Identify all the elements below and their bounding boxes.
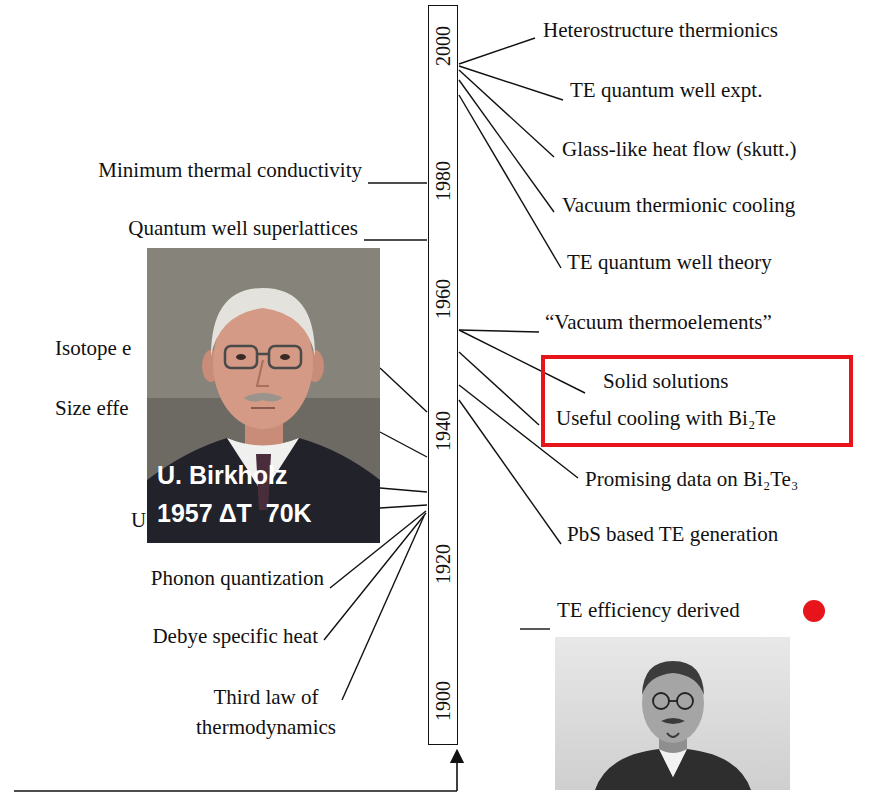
year-label: 1980 (432, 161, 454, 201)
timeline-label: Vacuum thermionic cooling (562, 193, 795, 217)
timeline-label: TE quantum well theory (567, 250, 772, 274)
timeline-label: PbS based TE generation (567, 522, 778, 546)
timeline-label: Isotope e (55, 336, 131, 360)
timeline-label: Debye specific heat (152, 624, 318, 648)
timeline-label: Third law of thermodynamics (168, 682, 364, 742)
year-label: 1920 (432, 544, 454, 584)
timeline-label: TE efficiency derived (557, 598, 740, 622)
timeline-label: Heterostructure thermionics (543, 18, 778, 42)
timeline-label: Promising data on Bi₂Te₃ (585, 467, 798, 491)
photo-caption-text: U. Birkholz (157, 460, 288, 490)
photo-caption: U. Birkholz 1957 ΔT 70K (147, 248, 380, 543)
timeline-bar: 2000 1980 1960 1940 1920 1900 (428, 5, 458, 745)
timeline-label: Glass-like heat flow (skutt.) (562, 137, 796, 161)
timeline-label: U (131, 508, 146, 532)
portrait-photo (555, 637, 790, 790)
photo-caption-text: 1957 ΔT 70K (157, 498, 312, 528)
timeline-label: TE quantum well expt. (570, 78, 762, 102)
highlight-box: Solid solutionsUseful cooling with Bi₂Te (541, 355, 853, 447)
timeline-label: Phonon quantization (151, 566, 324, 590)
year-label: 1940 (432, 411, 454, 451)
base-line (14, 790, 457, 792)
timeline-label: Quantum well superlattices (128, 216, 358, 240)
red-dot (803, 600, 825, 622)
portrait-photo (147, 248, 380, 543)
timeline-label: “Vacuum thermoelements” (545, 310, 772, 334)
up-arrow (456, 756, 458, 791)
year-label: 2000 (432, 26, 454, 66)
highlight-text: Useful cooling with Bi₂Te (556, 406, 776, 430)
highlight-text: Solid solutions (603, 369, 728, 393)
timeline-label: Size effe (55, 396, 129, 420)
year-label: 1960 (432, 279, 454, 319)
timeline-label: Minimum thermal conductivity (98, 158, 362, 182)
year-label: 1900 (432, 681, 454, 721)
